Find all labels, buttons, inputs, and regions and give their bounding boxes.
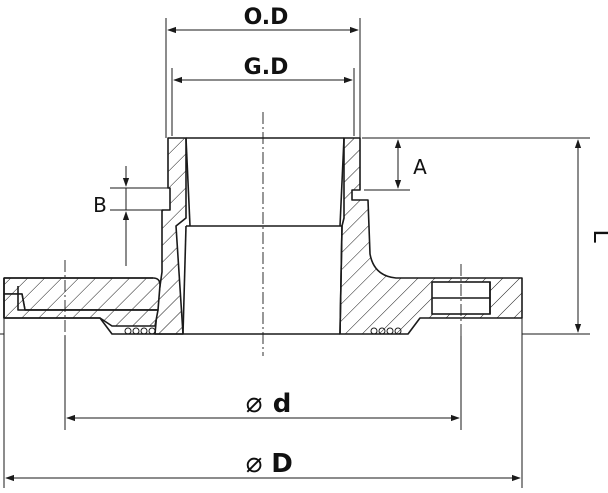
label-big-d: D [271,449,293,479]
label-d-group: ⌀ d [246,386,292,419]
label-l: L [588,229,608,243]
label-a: A [413,155,427,179]
left-knurl [124,327,156,335]
label-b: B [93,193,107,217]
diameter-symbol-big-d: ⌀ [246,446,263,479]
center-lines [64,112,462,356]
extension-lines [0,18,590,488]
left-flange-plate [3,277,161,311]
left-section [3,137,187,335]
bore [182,137,345,335]
right-section [339,137,523,335]
right-hub-wall [339,137,523,335]
label-d: d [273,389,292,419]
diameter-symbol-d: ⌀ [246,386,263,419]
right-knurl [370,327,402,335]
label-od: O.D [244,5,289,30]
label-big-d-group: ⌀ D [246,446,293,479]
left-flange-recess [17,286,158,311]
dimension-lines [5,26,582,482]
label-gd: G.D [244,55,289,80]
left-hub-wall [154,137,187,335]
